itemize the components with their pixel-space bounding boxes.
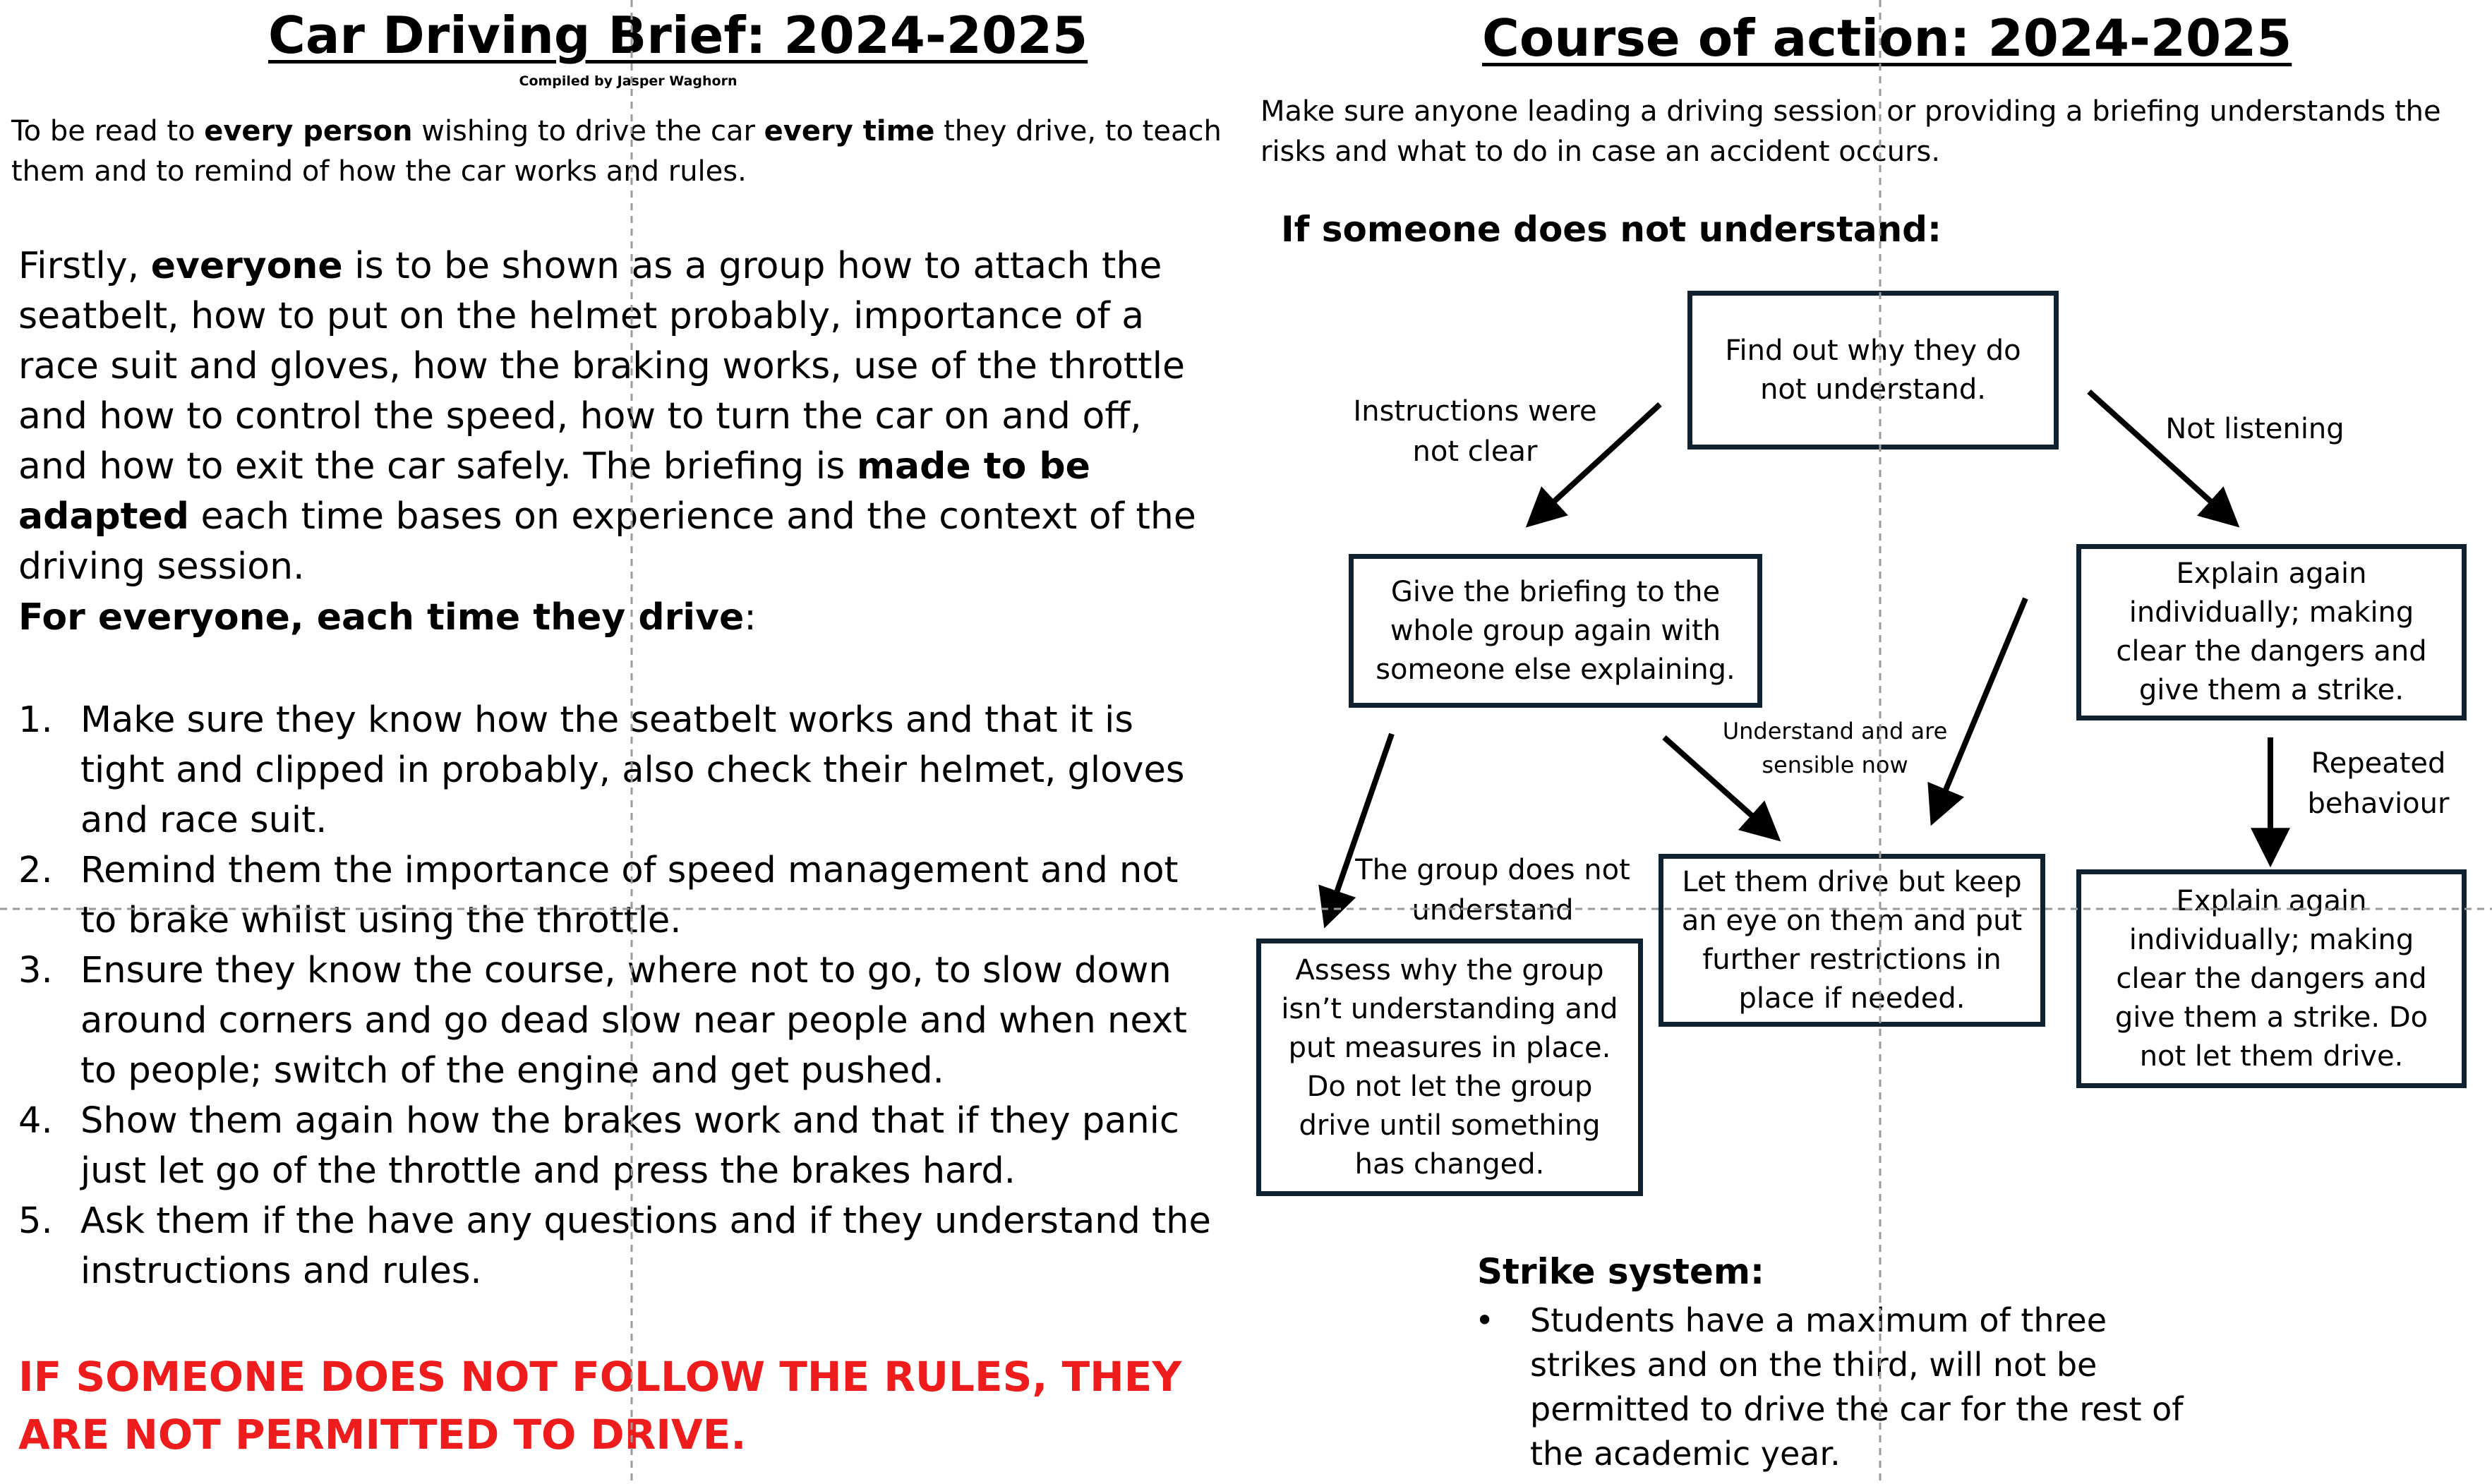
action-intro: Make sure anyone leading a driving sessi… [1260, 95, 2441, 168]
intro-bold-1: every person [204, 115, 413, 147]
rule-item: 2. Remind them the importance of speed ma… [18, 845, 1225, 946]
subheading-text: For everyone, each time they drive [18, 596, 745, 639]
intro-bold-2: every time [764, 115, 935, 147]
arrow-explain-to-drive [1927, 597, 2028, 826]
brief-paragraph: Firstly, everyone is to be shown as a gr… [18, 241, 1218, 592]
box-assess-group: Assess why the group isn’t understanding… [1256, 939, 1643, 1196]
rule-number: 5. [18, 1200, 53, 1242]
box-find-out-why: Find out why they do not understand. [1687, 291, 2059, 450]
action-title: Course of action: 2024-2025 [1482, 8, 2292, 68]
everyone-subheading: For everyone, each time they drive: [18, 596, 757, 639]
box-explain-no-drive: Explain again individually; making clear… [2076, 869, 2467, 1088]
strike-heading: Strike system: [1477, 1251, 1764, 1292]
rule-text: Show them again how the brakes work and … [80, 1100, 1179, 1192]
paragraph-bold-1: everyone [150, 245, 343, 287]
rule-text: Remind them the importance of speed mana… [80, 850, 1179, 941]
rule-number: 1. [18, 699, 53, 741]
label-repeated-behaviour: Repeated behaviour [2307, 747, 2450, 820]
rule-item: 4. Show them again how the brakes work an… [18, 1096, 1225, 1196]
warning-text: IF SOMEONE DOES NOT FOLLOW THE RULES, TH… [18, 1353, 1182, 1459]
brief-intro: To be read to every person wishing to dr… [11, 111, 1246, 192]
label-understand-sensible: Understand and are sensible now [1722, 718, 1948, 778]
intro-text-2: wishing to drive the car [412, 115, 764, 147]
rule-text: Ask them if the have any questions and i… [80, 1200, 1211, 1292]
paragraph-text-2: is to be shown as a group how to attach … [18, 245, 1186, 488]
rule-item: 5. Ask them if the have any questions and… [18, 1196, 1225, 1296]
rule-number: 3. [18, 950, 53, 991]
rule-item: 1. Make sure they know how the seatbelt w… [18, 695, 1225, 845]
box-explain-strike: Explain again individually; making clear… [2076, 544, 2467, 720]
rule-item: 3. Ensure they know the course, where not… [18, 946, 1225, 1096]
rule-text: Ensure they know the course, where not t… [80, 950, 1188, 1092]
box-give-briefing: Give the briefing to the whole group aga… [1349, 554, 1762, 708]
intro-text-1: To be read to [11, 115, 205, 147]
compiled-by: Compiled by Jasper Waghorn [519, 73, 738, 89]
brief-title: Car Driving Brief: 2024-2025 [268, 6, 1088, 65]
rule-text: Make sure they know how the seatbelt wor… [80, 699, 1185, 841]
intro-text-3: they drive, to teach them and to remind … [11, 115, 1222, 188]
strike-bullet: • [1475, 1301, 1495, 1339]
label-not-listening: Not listening [2165, 413, 2344, 445]
rules-list: 1. Make sure they know how the seatbelt w… [18, 695, 1225, 1296]
strike-text: Students have a maximum of three strikes… [1530, 1301, 2184, 1473]
paragraph-text-1: Firstly, [18, 245, 151, 287]
flow-heading: If someone does not understand: [1281, 209, 1942, 250]
label-instructions-unclear: Instructions were not clear [1353, 395, 1597, 468]
label-group-not-understand: The group does not understand [1355, 854, 1630, 927]
paragraph-text-3: each time bases on experience and the co… [18, 495, 1196, 588]
paragraph-bold-2: made to be adapted [18, 445, 1090, 538]
box-let-them-drive: Let them drive but keep an eye on them a… [1659, 854, 2045, 1027]
rule-number: 4. [18, 1100, 53, 1142]
subheading-suffix: : [744, 596, 757, 639]
rule-number: 2. [18, 850, 53, 891]
